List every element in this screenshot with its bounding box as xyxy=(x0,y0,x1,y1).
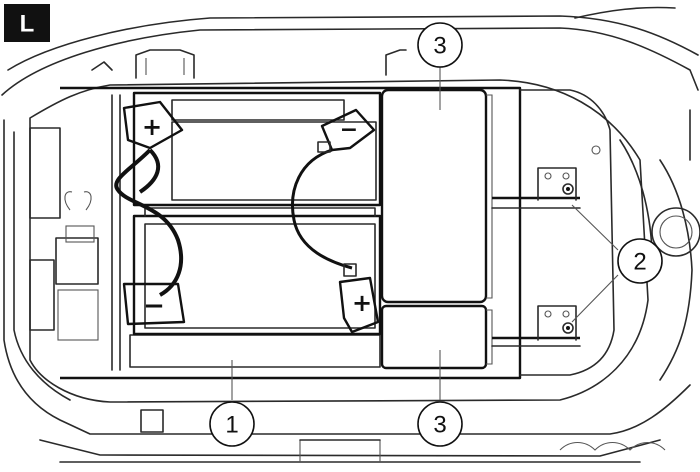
right-inner-panel xyxy=(519,89,615,376)
callout-number: 1 xyxy=(225,412,238,439)
negative-sign: − xyxy=(340,118,358,143)
callout-terminal-screws: 2 xyxy=(617,238,663,284)
vehicle-body-outline xyxy=(1,6,700,463)
positive-sign: + xyxy=(142,113,162,141)
battery xyxy=(132,91,382,336)
battery-cover-bottom xyxy=(380,304,493,370)
terminal-screw-upper xyxy=(491,167,581,209)
negative-terminal-cap-left: − xyxy=(122,282,186,326)
callout-number: 3 xyxy=(433,412,446,439)
view-label-text: L xyxy=(20,11,35,38)
negative-terminal-cap-right: − xyxy=(317,108,376,153)
callout-battery-cover-bottom: 3 xyxy=(417,401,463,447)
callout-number: 2 xyxy=(633,249,646,276)
negative-sign: − xyxy=(143,291,165,321)
view-label: L xyxy=(4,4,50,42)
callout-battery-cover-top: 3 xyxy=(417,22,463,68)
callout-number: 3 xyxy=(433,33,446,60)
callout-leader-lines xyxy=(231,66,619,400)
battery-cover-top xyxy=(380,88,493,304)
terminal-screw-lower xyxy=(491,305,581,347)
positive-terminal-cap-left: + xyxy=(122,100,184,150)
callout-battery: 1 xyxy=(209,401,255,447)
positive-terminal-cap-right: + xyxy=(338,263,380,334)
battery-cables xyxy=(114,148,353,297)
positive-sign: + xyxy=(352,289,372,317)
